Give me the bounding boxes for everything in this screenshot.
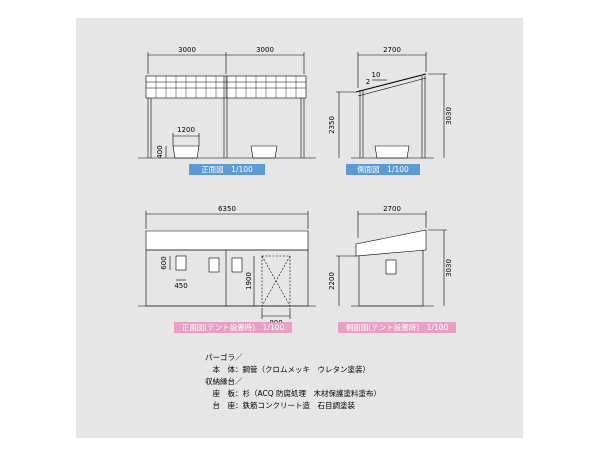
side-dim-slope: 10 xyxy=(372,71,381,79)
spec-line: 収納縁台／ xyxy=(205,377,243,386)
front-tent-view-drawing xyxy=(138,211,316,319)
drawing-sheet: 3000 3000 1200 400 2700 10 2 2350 3030 6… xyxy=(76,18,523,438)
side-tent-view-label: 側面図(テント設置時) 1/100 xyxy=(338,322,456,333)
front-tent-dim-window-width: 450 xyxy=(174,282,187,290)
side-view-label: 側面図 1/100 xyxy=(346,164,420,175)
side-dim-slope-base: 2 xyxy=(366,78,370,86)
technical-drawing: 3000 3000 1200 400 2700 10 2 2350 3030 6… xyxy=(138,46,453,327)
side-tent-dim-high-height: 3030 xyxy=(445,259,453,277)
front-dim-left: 3000 xyxy=(178,46,196,54)
side-dim-low-height: 2350 xyxy=(328,116,336,134)
side-tent-dim-width: 2700 xyxy=(383,205,401,213)
front-tent-dim-window-height: 600 xyxy=(160,256,168,269)
front-dim-bench-height: 400 xyxy=(156,145,164,158)
spec-line: 台 座：鉄筋コンクリート造 石目調塗装 xyxy=(205,401,355,410)
spec-line: 本 体：鋼管（クロムメッキ ウレタン塗装） xyxy=(205,365,370,374)
front-view-label: 正面図 1/100 xyxy=(189,164,265,175)
front-tent-dim-width: 6350 xyxy=(218,205,236,213)
front-view-drawing xyxy=(138,52,316,159)
side-view-drawing xyxy=(336,52,447,159)
front-tent-dim-door-height: 1900 xyxy=(245,272,253,290)
front-dim-bench: 1200 xyxy=(177,126,195,134)
spec-notes: パーゴラ／ 本 体：鋼管（クロムメッキ ウレタン塗装） 収納縁台／ 座 板：杉（… xyxy=(205,352,381,412)
front-dim-right: 3000 xyxy=(256,46,274,54)
spec-line: パーゴラ／ xyxy=(205,353,243,362)
front-tent-view-label: 正面図(テント設置時) 1/100 xyxy=(174,322,292,333)
side-dim-width: 2700 xyxy=(383,46,401,54)
spec-line: 座 板：杉（ACQ 防腐処理 木材保護塗料塗布） xyxy=(205,389,382,398)
side-tent-dim-low-height: 2200 xyxy=(328,272,336,290)
side-tent-view-drawing xyxy=(336,211,447,307)
side-dim-high-height: 3030 xyxy=(445,107,453,125)
